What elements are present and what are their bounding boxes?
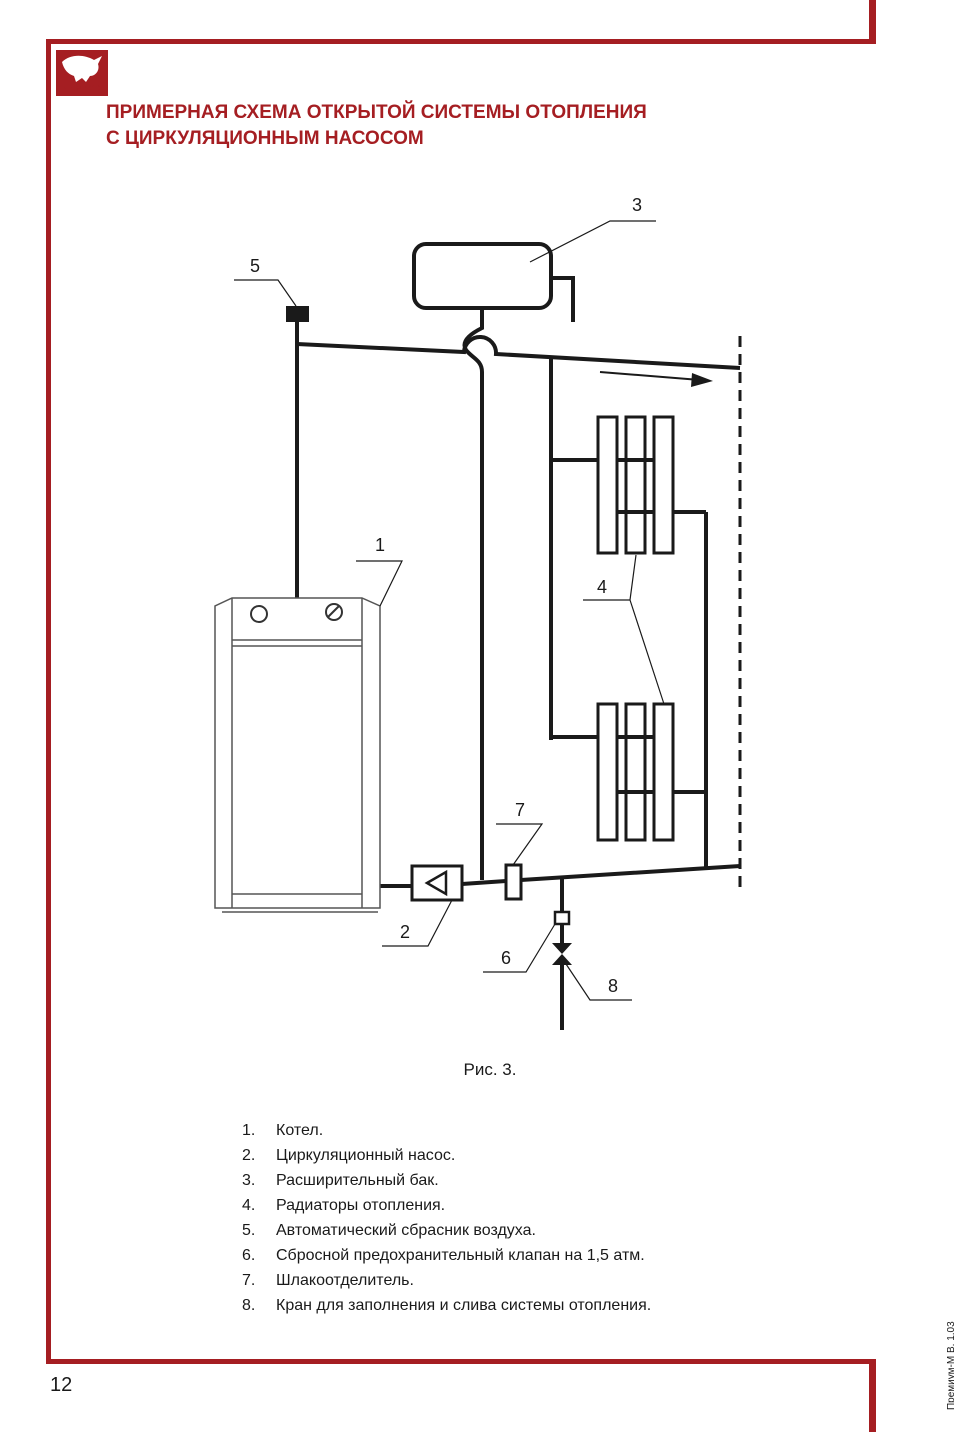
legend-item: 4. Радиаторы отопления. [242,1193,651,1218]
logo-text: ЛЕМАКС [63,84,101,93]
leader-1 [356,560,403,607]
callout-4: 4 [597,577,607,597]
legend-item: 5. Автоматический сбрасник воздуха. [242,1218,651,1243]
expansion-tank [412,242,553,310]
legend-number: 3. [242,1172,256,1189]
legend-text: Циркуляционный насос. [276,1147,456,1164]
legend-text: Расширительный бак. [276,1172,439,1189]
boiler [214,597,381,913]
legend-text: Шлакоотделитель. [276,1272,414,1289]
legend-number: 6. [242,1247,256,1264]
page-title: ПРИМЕРНАЯ СХЕМА ОТКРЫТОЙ СИСТЕМЫ ОТОПЛЕН… [106,100,647,152]
sludge-separator [504,863,523,901]
callout-2: 2 [400,922,410,942]
legend-item: 8. Кран для заполнения и слива системы от… [242,1293,651,1318]
frame-left [46,39,51,1364]
radiator-top-section-2 [624,415,647,555]
leader-6 [483,923,556,973]
leader-3 [529,220,656,263]
heating-system-diagram: 1 2 3 4 5 6 7 8 [214,195,742,1030]
circulation-pump [410,864,464,902]
legend-item: 6. Сбросной предохранительный клапан на 1… [242,1243,651,1268]
legend-text: Котел. [276,1122,324,1139]
legend-number: 5. [242,1222,256,1239]
legend-item: 3. Расширительный бак. [242,1168,651,1193]
legend-item: 1. Котел. [242,1118,651,1143]
legend-text: Радиаторы отопления. [276,1197,446,1214]
pump-triangle-icon [424,869,448,897]
document-code: Премиум-М В. 1.03 [946,1321,954,1410]
frame-right-bottom [869,1359,876,1432]
legend-number: 8. [242,1297,256,1314]
frame-bottom [46,1359,876,1364]
leader-5 [234,279,297,307]
legend-number: 7. [242,1272,256,1289]
lemax-logo-icon [56,50,108,96]
air-vent [286,306,309,322]
figure-caption: Рис. 3. [463,1060,517,1079]
radiator-bottom-section-2 [624,702,647,842]
supply-main-pipe [296,335,741,370]
radiator-top-section-1 [596,415,619,555]
leader-2 [382,899,453,947]
legend-number: 4. [242,1197,256,1214]
legend-item: 7. Шлакоотделитель. [242,1268,651,1293]
radiator-bottom-section-1 [596,702,619,842]
return-main-pipe [380,864,741,888]
flow-arrow [599,371,701,381]
legend-list: 1. Котел. 2. Циркуляционный насос. 3. Расши… [242,1118,651,1318]
boiler-gauge-icon [250,605,268,623]
leader-8 [561,957,632,1001]
frame-top [46,39,876,44]
leader-4 [583,554,665,705]
title-line-2: С ЦИРКУЛЯЦИОННЫМ НАСОСОМ [106,128,424,149]
leader-7 [496,823,544,866]
legend-text: Кран для заполнения и слива системы отоп… [276,1297,652,1314]
legend-number: 2. [242,1147,256,1164]
page-number: 12 [50,1374,73,1396]
legend-number: 1. [242,1122,256,1139]
radiator-bottom-section-3 [652,702,675,842]
legend-item: 2. Циркуляционный насос. [242,1143,651,1168]
callout-1: 1 [375,535,385,555]
flow-arrow-head-icon [691,373,713,387]
callout-6: 6 [501,948,511,968]
title-line-1: ПРИМЕРНАЯ СХЕМА ОТКРЫТОЙ СИСТЕМЫ ОТОПЛЕН… [106,102,647,123]
expansion-pipe [462,308,484,880]
safety-valve [553,910,571,926]
legend-text: Сбросной предохранительный клапан на 1,5… [276,1247,645,1264]
radiator-top-section-3 [652,415,675,555]
callout-7: 7 [515,800,525,820]
boiler-knob-pointer [327,605,340,618]
tank-overflow-pipe [551,276,575,322]
drain-cock-icon [552,943,572,965]
callout-3: 3 [632,195,642,215]
legend-text: Автоматический сбрасник воздуха. [276,1222,536,1239]
callout-5: 5 [250,256,260,276]
callout-8: 8 [608,976,618,996]
frame-right-top [869,0,876,44]
